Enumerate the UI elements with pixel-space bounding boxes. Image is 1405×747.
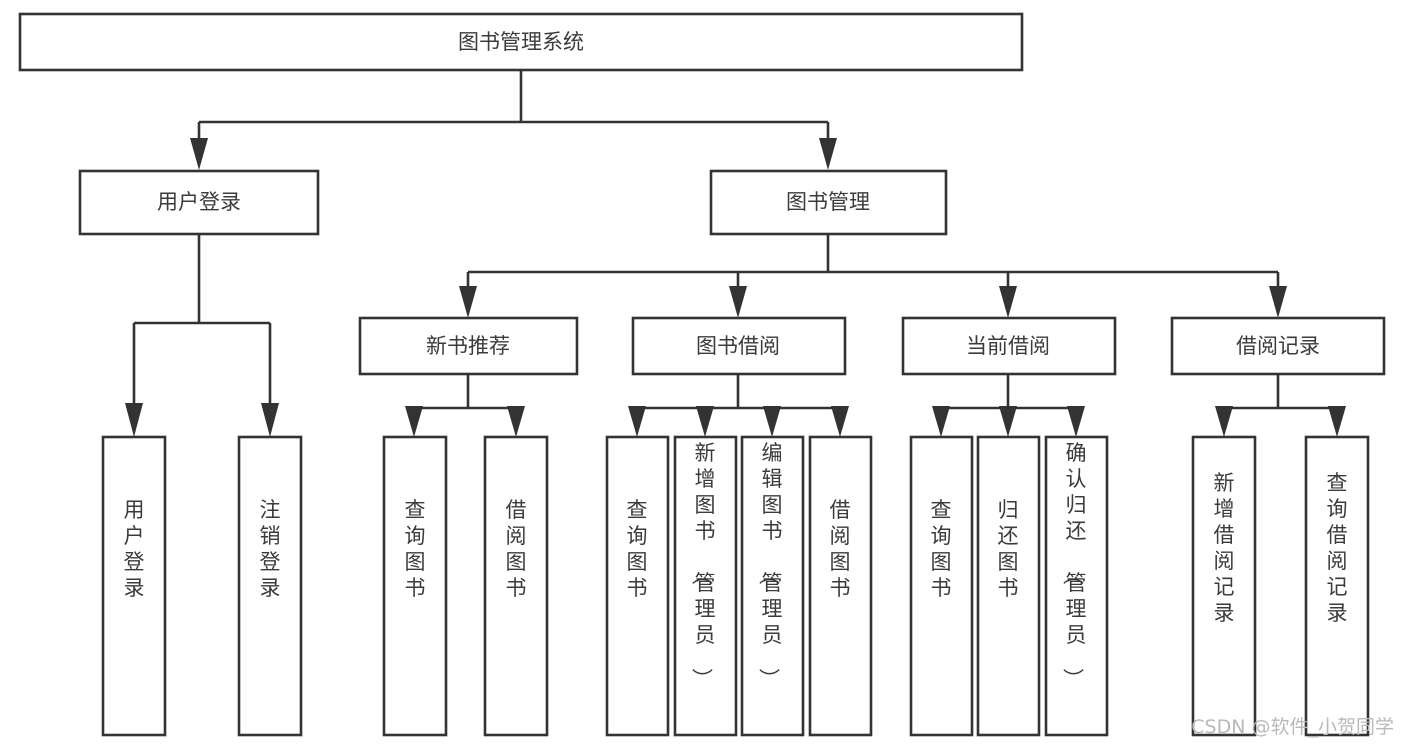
node-leaf-confirm-return-admin-label: 确认归还（管理员） [1061,441,1087,689]
arrow-to-leaf-query-borrow-record [1328,406,1346,437]
node-leaf-confirm-return-admin-box[interactable] [1044,435,1109,737]
arrow-to-leaf-borrow-book-2 [831,406,849,437]
node-leaf-return-book-box[interactable] [976,435,1041,737]
node-root[interactable]: 图书管理系统 [18,12,1024,72]
arrow-to-leaf-return-book [999,406,1017,437]
node-leaf-add-book-admin[interactable]: 新增图书（管理员） [673,435,738,737]
arrow-to-new-book-recommend [459,286,477,318]
arrow-to-leaf-logout-login [261,403,279,437]
node-current-borrow-label: 当前借阅 [966,334,1050,358]
node-borrow-record-label: 借阅记录 [1236,334,1320,358]
node-borrow-record[interactable]: 借阅记录 [1170,316,1386,376]
node-leaf-query-book-2[interactable]: 查询图书 [605,435,670,737]
node-leaf-return-book-label: 归还图书 [998,498,1019,600]
node-leaf-query-book-3[interactable]: 查询图书 [909,435,974,737]
arrow-root-to-book-management [819,138,837,170]
node-book-borrow-box[interactable] [631,316,847,376]
arrow-to-leaf-query-book-1 [405,406,423,437]
node-leaf-logout-login-box[interactable] [237,435,303,737]
node-leaf-user-login-box[interactable] [101,435,167,737]
node-leaf-query-book-1-label: 查询图书 [405,498,426,600]
node-leaf-add-borrow-record[interactable]: 新增借阅记录 [1191,435,1257,737]
node-new-book-recommend-box[interactable] [358,316,579,376]
node-leaf-borrow-book-1[interactable]: 借阅图书 [483,435,549,737]
node-leaf-edit-book-admin-label: 编辑图书（管理员） [757,441,783,689]
node-leaf-query-book-2-box[interactable] [605,435,670,737]
arrow-to-leaf-query-book-3 [932,406,950,437]
arrow-to-book-borrow [729,286,747,318]
node-book-borrow[interactable]: 图书借阅 [631,316,847,376]
arrow-to-leaf-query-book-2 [628,406,646,437]
node-current-borrow-box[interactable] [901,316,1117,376]
node-leaf-borrow-book-2-box[interactable] [808,435,873,737]
node-leaf-query-book-1[interactable]: 查询图书 [382,435,448,737]
node-leaf-query-borrow-record-box[interactable] [1304,435,1370,737]
arrow-to-leaf-edit-book-admin [763,406,781,437]
arrow-to-leaf-borrow-book-1 [507,406,525,437]
arrow-to-current-borrow [999,286,1017,318]
arrow-to-borrow-record [1269,286,1287,318]
arrow-to-leaf-add-book-admin [696,406,714,437]
node-current-borrow[interactable]: 当前借阅 [901,316,1117,376]
node-new-book-recommend-label: 新书推荐 [426,334,510,358]
node-leaf-add-book-admin-box[interactable] [673,435,738,737]
node-book-management[interactable]: 图书管理 [709,169,948,236]
node-leaf-query-book-2-label: 查询图书 [627,498,648,600]
arrow-to-leaf-user-login [125,403,143,437]
connector-layer [125,70,1346,437]
arrow-to-leaf-add-borrow-record [1215,406,1233,437]
node-leaf-query-borrow-record[interactable]: 查询借阅记录 [1304,435,1370,737]
node-leaf-edit-book-admin-box[interactable] [740,435,805,737]
node-leaf-borrow-book-1-box[interactable] [483,435,549,737]
node-leaf-query-book-3-label: 查询图书 [931,498,952,600]
node-leaf-borrow-book-1-label: 借阅图书 [506,498,527,600]
node-leaf-confirm-return-admin[interactable]: 确认归还（管理员） [1044,435,1109,737]
node-book-management-box[interactable] [709,169,948,236]
node-leaf-borrow-book-2[interactable]: 借阅图书 [808,435,873,737]
node-leaf-edit-book-admin[interactable]: 编辑图书（管理员） [740,435,805,737]
node-user-login-box[interactable] [78,169,320,236]
arrow-to-leaf-confirm-return-admin [1067,406,1085,437]
node-leaf-borrow-book-2-label: 借阅图书 [830,498,851,600]
csdn-watermark: CSDN @软件_小贺同学 [1191,716,1394,738]
node-book-management-label: 图书管理 [786,190,870,214]
node-leaf-logout-login-label: 注销登录 [260,498,281,600]
node-leaf-query-book-1-box[interactable] [382,435,448,737]
node-root-label: 图书管理系统 [458,30,584,54]
node-leaf-add-borrow-record-label: 新增借阅记录 [1214,471,1235,625]
node-new-book-recommend[interactable]: 新书推荐 [358,316,579,376]
node-leaf-add-borrow-record-box[interactable] [1191,435,1257,737]
node-leaf-add-book-admin-label: 新增图书（管理员） [690,441,716,689]
node-leaf-return-book[interactable]: 归还图书 [976,435,1041,737]
node-user-login[interactable]: 用户登录 [78,169,320,236]
node-leaf-query-book-3-box[interactable] [909,435,974,737]
node-book-borrow-label: 图书借阅 [696,334,780,358]
node-leaf-logout-login[interactable]: 注销登录 [237,435,303,737]
node-borrow-record-box[interactable] [1170,316,1386,376]
node-root-box[interactable] [18,12,1024,72]
node-leaf-user-login-label: 用户登录 [124,498,145,600]
node-user-login-label: 用户登录 [157,190,241,214]
node-leaf-query-borrow-record-label: 查询借阅记录 [1327,471,1348,625]
arrow-root-to-user-login [190,138,208,170]
node-leaf-user-login[interactable]: 用户登录 [101,435,167,737]
